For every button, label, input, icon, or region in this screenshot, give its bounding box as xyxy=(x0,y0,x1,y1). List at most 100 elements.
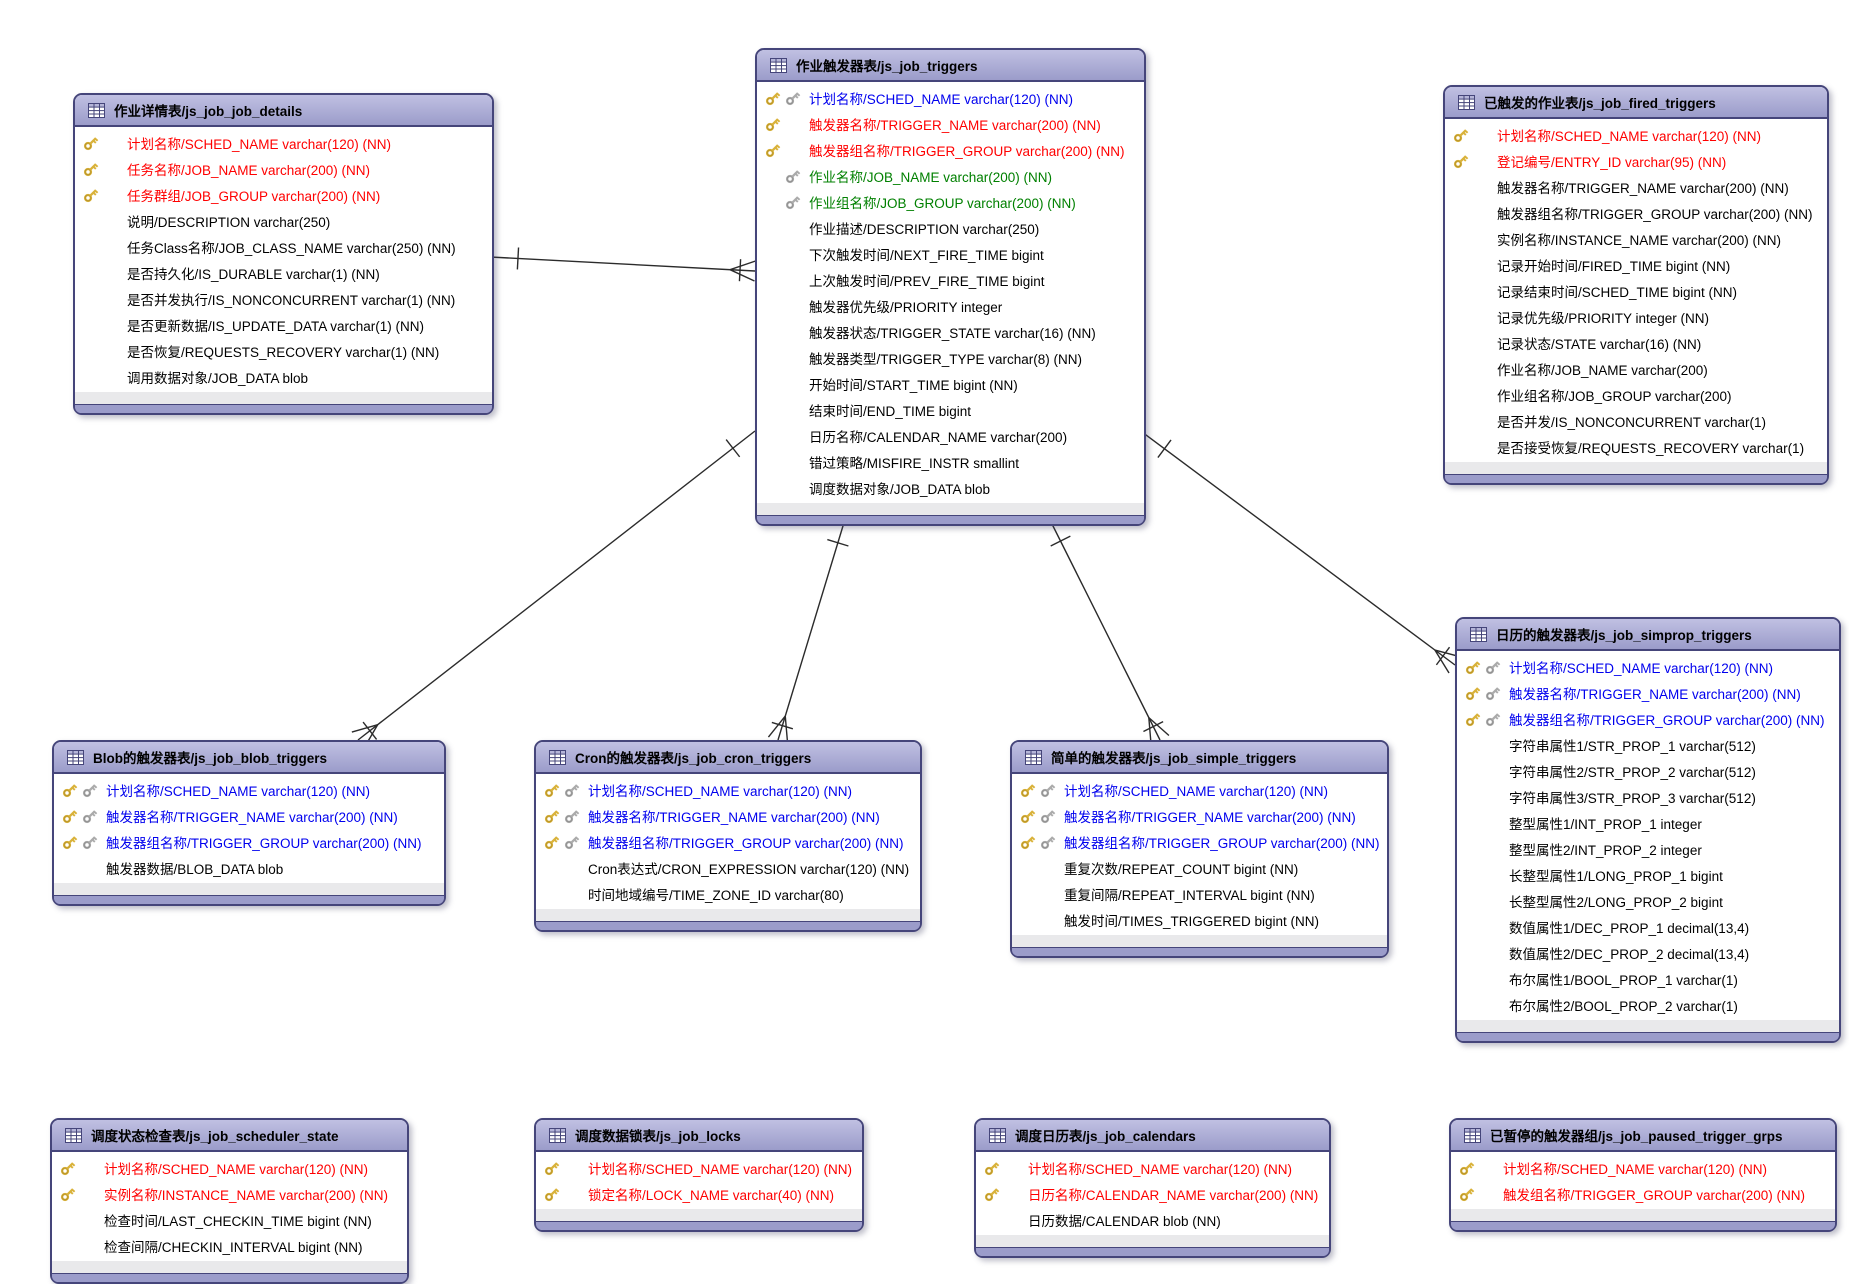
column-row[interactable]: 检查时间/LAST_CHECKIN_TIME bigint (NN) xyxy=(52,1207,407,1233)
relationship-triggers-to-simple_triggers[interactable] xyxy=(1047,515,1170,745)
column-row[interactable]: 是否更新数据/IS_UPDATE_DATA varchar(1) (NN) xyxy=(75,312,492,338)
column-row[interactable]: 触发器类型/TRIGGER_TYPE varchar(8) (NN) xyxy=(757,345,1144,371)
relationship-triggers-to-blob_triggers[interactable] xyxy=(351,430,756,749)
column-row[interactable]: 触发器名称/TRIGGER_NAME varchar(200) (NN) xyxy=(1457,680,1839,706)
table-header[interactable]: 作业详情表/js_job_job_details xyxy=(75,95,492,127)
table-header[interactable]: 调度状态检查表/js_job_scheduler_state xyxy=(52,1120,407,1152)
column-row[interactable]: 重复间隔/REPEAT_INTERVAL bigint (NN) xyxy=(1012,881,1387,907)
column-row[interactable]: 是否接受恢复/REQUESTS_RECOVERY varchar(1) xyxy=(1445,434,1827,460)
relationship-triggers-to-cron_triggers[interactable] xyxy=(767,515,849,743)
table-header[interactable]: Cron的触发器表/js_job_cron_triggers xyxy=(536,742,920,774)
table-header[interactable]: 已暂停的触发器组/js_job_paused_trigger_grps xyxy=(1451,1120,1835,1152)
column-row[interactable]: 登记编号/ENTRY_ID varchar(95) (NN) xyxy=(1445,148,1827,174)
relationship-triggers-to-simprop_triggers[interactable] xyxy=(1141,431,1462,674)
table-js_job_simprop_triggers[interactable]: 日历的触发器表/js_job_simprop_triggers 计划名称/SCHE… xyxy=(1455,617,1841,1043)
column-row[interactable]: 是否持久化/IS_DURABLE varchar(1) (NN) xyxy=(75,260,492,286)
column-row[interactable]: 开始时间/START_TIME bigint (NN) xyxy=(757,371,1144,397)
column-row[interactable]: 计划名称/SCHED_NAME varchar(120) (NN) xyxy=(536,777,920,803)
column-row[interactable]: 触发器名称/TRIGGER_NAME varchar(200) (NN) xyxy=(536,803,920,829)
column-row[interactable]: 字符串属性3/STR_PROP_3 varchar(512) xyxy=(1457,784,1839,810)
column-row[interactable]: 触发器组名称/TRIGGER_GROUP varchar(200) (NN) xyxy=(757,137,1144,163)
table-header[interactable]: 日历的触发器表/js_job_simprop_triggers xyxy=(1457,619,1839,651)
column-row[interactable]: 日历名称/CALENDAR_NAME varchar(200) (NN) xyxy=(976,1181,1329,1207)
column-row[interactable]: 日历名称/CALENDAR_NAME varchar(200) xyxy=(757,423,1144,449)
column-row[interactable]: 计划名称/SCHED_NAME varchar(120) (NN) xyxy=(54,777,444,803)
column-row[interactable]: 下次触发时间/NEXT_FIRE_TIME bigint xyxy=(757,241,1144,267)
column-row[interactable]: 记录优先级/PRIORITY integer (NN) xyxy=(1445,304,1827,330)
column-row[interactable]: 实例名称/INSTANCE_NAME varchar(200) (NN) xyxy=(1445,226,1827,252)
table-js_job_fired_triggers[interactable]: 已触发的作业表/js_job_fired_triggers 计划名称/SCHED_… xyxy=(1443,85,1829,485)
column-row[interactable]: 触发器优先级/PRIORITY integer xyxy=(757,293,1144,319)
column-row[interactable]: 任务Class名称/JOB_CLASS_NAME varchar(250) (N… xyxy=(75,234,492,260)
column-row[interactable]: 实例名称/INSTANCE_NAME varchar(200) (NN) xyxy=(52,1181,407,1207)
column-row[interactable]: 时间地域编号/TIME_ZONE_ID varchar(80) xyxy=(536,881,920,907)
column-row[interactable]: 是否并发执行/IS_NONCONCURRENT varchar(1) (NN) xyxy=(75,286,492,312)
column-row[interactable]: 作业描述/DESCRIPTION varchar(250) xyxy=(757,215,1144,241)
column-row[interactable]: 锁定名称/LOCK_NAME varchar(40) (NN) xyxy=(536,1181,862,1207)
table-header[interactable]: 作业触发器表/js_job_triggers xyxy=(757,50,1144,82)
table-header[interactable]: 已触发的作业表/js_job_fired_triggers xyxy=(1445,87,1827,119)
table-header[interactable]: 调度数据锁表/js_job_locks xyxy=(536,1120,862,1152)
column-row[interactable]: 触发器名称/TRIGGER_NAME varchar(200) (NN) xyxy=(757,111,1144,137)
column-row[interactable]: 数值属性2/DEC_PROP_2 decimal(13,4) xyxy=(1457,940,1839,966)
column-row[interactable]: 错过策略/MISFIRE_INSTR smallint xyxy=(757,449,1144,475)
column-row[interactable]: 布尔属性1/BOOL_PROP_1 varchar(1) xyxy=(1457,966,1839,992)
column-row[interactable]: 上次触发时间/PREV_FIRE_TIME bigint xyxy=(757,267,1144,293)
column-row[interactable]: 说明/DESCRIPTION varchar(250) xyxy=(75,208,492,234)
table-js_job_blob_triggers[interactable]: Blob的触发器表/js_job_blob_triggers 计划名称/SCHED… xyxy=(52,740,446,906)
table-header[interactable]: Blob的触发器表/js_job_blob_triggers xyxy=(54,742,444,774)
relationship-job_details-to-triggers[interactable] xyxy=(489,247,756,282)
column-row[interactable]: 记录开始时间/FIRED_TIME bigint (NN) xyxy=(1445,252,1827,278)
table-header[interactable]: 简单的触发器表/js_job_simple_triggers xyxy=(1012,742,1387,774)
column-row[interactable]: 整型属性1/INT_PROP_1 integer xyxy=(1457,810,1839,836)
column-row[interactable]: 计划名称/SCHED_NAME varchar(120) (NN) xyxy=(75,130,492,156)
table-js_job_paused_trigger_grps[interactable]: 已暂停的触发器组/js_job_paused_trigger_grps 计划名称/… xyxy=(1449,1118,1837,1232)
column-row[interactable]: 重复次数/REPEAT_COUNT bigint (NN) xyxy=(1012,855,1387,881)
column-row[interactable]: 计划名称/SCHED_NAME varchar(120) (NN) xyxy=(976,1155,1329,1181)
column-row[interactable]: 触发器组名称/TRIGGER_GROUP varchar(200) (NN) xyxy=(536,829,920,855)
column-row[interactable]: 计划名称/SCHED_NAME varchar(120) (NN) xyxy=(757,85,1144,111)
column-row[interactable]: 长整型属性2/LONG_PROP_2 bigint xyxy=(1457,888,1839,914)
table-js_job_cron_triggers[interactable]: Cron的触发器表/js_job_cron_triggers 计划名称/SCHED… xyxy=(534,740,922,932)
table-js_job_locks[interactable]: 调度数据锁表/js_job_locks 计划名称/SCHED_NAME varch… xyxy=(534,1118,864,1232)
table-js_job_job_details[interactable]: 作业详情表/js_job_job_details 计划名称/SCHED_NAME … xyxy=(73,93,494,415)
column-row[interactable]: 触发器组名称/TRIGGER_GROUP varchar(200) (NN) xyxy=(1012,829,1387,855)
column-row[interactable]: 是否恢复/REQUESTS_RECOVERY varchar(1) (NN) xyxy=(75,338,492,364)
column-row[interactable]: 检查间隔/CHECKIN_INTERVAL bigint (NN) xyxy=(52,1233,407,1259)
column-row[interactable]: 作业名称/JOB_NAME varchar(200) (NN) xyxy=(757,163,1144,189)
column-row[interactable]: 触发器名称/TRIGGER_NAME varchar(200) (NN) xyxy=(1012,803,1387,829)
column-row[interactable]: 任务群组/JOB_GROUP varchar(200) (NN) xyxy=(75,182,492,208)
column-row[interactable]: 计划名称/SCHED_NAME varchar(120) (NN) xyxy=(1445,122,1827,148)
column-row[interactable]: Cron表达式/CRON_EXPRESSION varchar(120) (NN… xyxy=(536,855,920,881)
column-row[interactable]: 是否并发/IS_NONCONCURRENT varchar(1) xyxy=(1445,408,1827,434)
column-row[interactable]: 调度数据对象/JOB_DATA blob xyxy=(757,475,1144,501)
column-row[interactable]: 任务名称/JOB_NAME varchar(200) (NN) xyxy=(75,156,492,182)
column-row[interactable]: 记录结束时间/SCHED_TIME bigint (NN) xyxy=(1445,278,1827,304)
table-header[interactable]: 调度日历表/js_job_calendars xyxy=(976,1120,1329,1152)
column-row[interactable]: 触发组名称/TRIGGER_GROUP varchar(200) (NN) xyxy=(1451,1181,1835,1207)
column-row[interactable]: 触发器名称/TRIGGER_NAME varchar(200) (NN) xyxy=(54,803,444,829)
column-row[interactable]: 计划名称/SCHED_NAME varchar(120) (NN) xyxy=(1451,1155,1835,1181)
column-row[interactable]: 触发器名称/TRIGGER_NAME varchar(200) (NN) xyxy=(1445,174,1827,200)
column-row[interactable]: 触发器组名称/TRIGGER_GROUP varchar(200) (NN) xyxy=(1457,706,1839,732)
column-row[interactable]: 字符串属性1/STR_PROP_1 varchar(512) xyxy=(1457,732,1839,758)
column-row[interactable]: 作业名称/JOB_NAME varchar(200) xyxy=(1445,356,1827,382)
column-row[interactable]: 计划名称/SCHED_NAME varchar(120) (NN) xyxy=(536,1155,862,1181)
column-row[interactable]: 触发器状态/TRIGGER_STATE varchar(16) (NN) xyxy=(757,319,1144,345)
column-row[interactable]: 记录状态/STATE varchar(16) (NN) xyxy=(1445,330,1827,356)
column-row[interactable]: 作业组名称/JOB_GROUP varchar(200) (NN) xyxy=(757,189,1144,215)
table-js_job_calendars[interactable]: 调度日历表/js_job_calendars 计划名称/SCHED_NAME va… xyxy=(974,1118,1331,1258)
column-row[interactable]: 整型属性2/INT_PROP_2 integer xyxy=(1457,836,1839,862)
column-row[interactable]: 日历数据/CALENDAR blob (NN) xyxy=(976,1207,1329,1233)
column-row[interactable]: 长整型属性1/LONG_PROP_1 bigint xyxy=(1457,862,1839,888)
column-row[interactable]: 计划名称/SCHED_NAME varchar(120) (NN) xyxy=(1012,777,1387,803)
column-row[interactable]: 字符串属性2/STR_PROP_2 varchar(512) xyxy=(1457,758,1839,784)
column-row[interactable]: 触发器数据/BLOB_DATA blob xyxy=(54,855,444,881)
table-js_job_simple_triggers[interactable]: 简单的触发器表/js_job_simple_triggers 计划名称/SCHED… xyxy=(1010,740,1389,958)
column-row[interactable]: 数值属性1/DEC_PROP_1 decimal(13,4) xyxy=(1457,914,1839,940)
column-row[interactable]: 调用数据对象/JOB_DATA blob xyxy=(75,364,492,390)
column-row[interactable]: 计划名称/SCHED_NAME varchar(120) (NN) xyxy=(1457,654,1839,680)
column-row[interactable]: 触发器组名称/TRIGGER_GROUP varchar(200) (NN) xyxy=(1445,200,1827,226)
column-row[interactable]: 触发时间/TIMES_TRIGGERED bigint (NN) xyxy=(1012,907,1387,933)
